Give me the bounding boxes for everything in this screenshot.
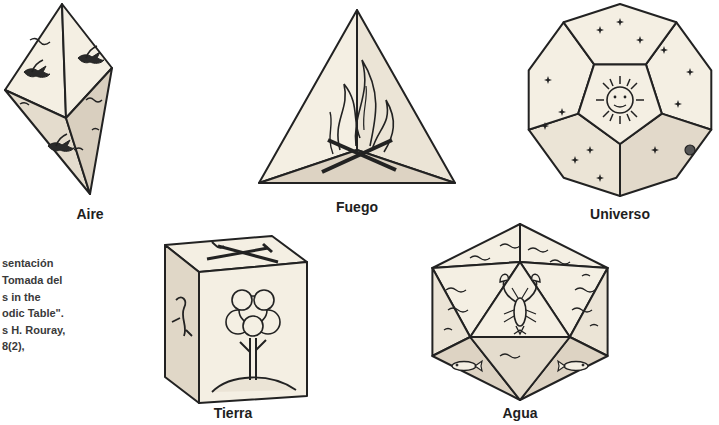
element-name: Universo [590,206,650,222]
campfire-drawing [322,60,396,172]
cube-earth [165,236,307,403]
solid-group: Universo [525,0,715,222]
dodecahedron-universe [529,4,712,196]
element-name: Fuego [336,199,378,215]
element-name: Aire [76,206,103,222]
element-name: Agua [503,405,538,421]
caption-fragment: sentación [2,257,53,270]
sea-creatures-and-waves [444,244,598,371]
tree-and-tools [172,242,296,392]
icosahedron-water [432,224,607,400]
solid-group: Tierra [158,225,308,421]
solid-group: Fuego [257,0,457,215]
bird-drawings [20,38,104,151]
caption-fragment: odic Table". [2,307,64,320]
caption-fragment: 8(2), [2,340,25,353]
caption-fragment: s H. Rouray, [2,324,65,337]
sun-and-stars [541,18,695,182]
tetrahedron-fire [259,10,455,183]
element-name: Tierra [214,405,253,421]
solid-group: Agua [430,222,610,421]
octahedron-air [5,4,112,194]
solid-group: Aire [25,0,155,222]
caption-fragment: Tomada del [2,274,62,287]
caption-fragment: s in the [2,291,41,304]
